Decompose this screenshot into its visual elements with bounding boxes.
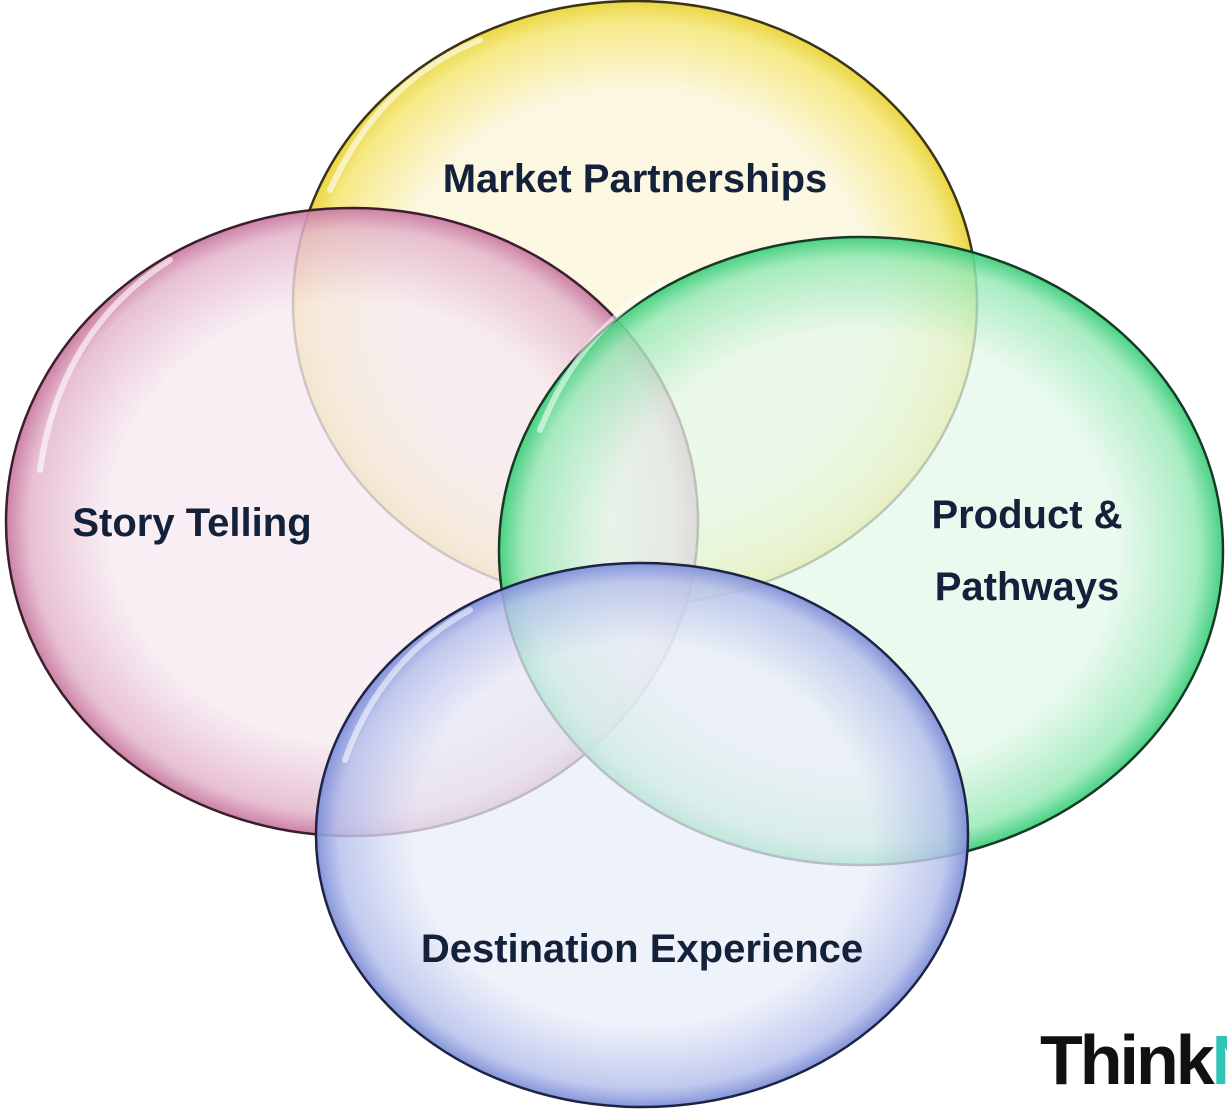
glint-decoration bbox=[537, 282, 663, 433]
glint-decoration bbox=[327, 37, 483, 193]
logo-text-accent: N bbox=[1212, 1021, 1227, 1099]
thinkn-logo: ThinkN bbox=[1030, 1015, 1227, 1109]
label-product-line1: Product & bbox=[931, 493, 1122, 537]
glint-decoration bbox=[37, 257, 173, 473]
label-destination-experience: Destination Experience bbox=[421, 927, 863, 971]
label-market-partnerships: Market Partnerships bbox=[443, 157, 828, 201]
logo-text-main: Think bbox=[1040, 1021, 1215, 1099]
label-story-telling: Story Telling bbox=[72, 501, 311, 545]
glint-decoration bbox=[342, 607, 473, 763]
label-product-line2: Pathways bbox=[935, 565, 1120, 609]
circle-destination-experience bbox=[314, 561, 970, 1109]
